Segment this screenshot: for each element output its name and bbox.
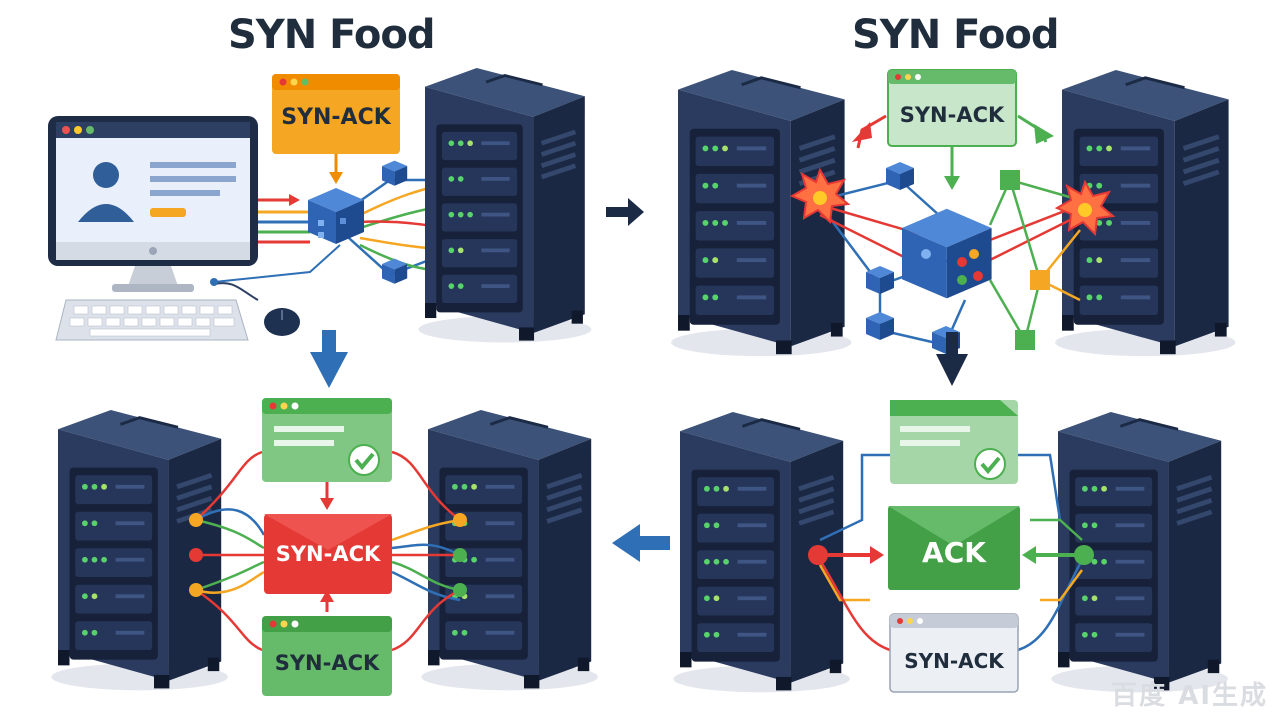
syn-ack-box-p3-bottom: SYN-ACK xyxy=(262,616,392,696)
port-dots xyxy=(189,513,467,597)
port-dot xyxy=(1074,545,1094,565)
server-icon xyxy=(51,410,228,690)
port-dot xyxy=(808,545,828,565)
syn-ack-box-p2: SYN-ACK xyxy=(887,69,1017,147)
watermark: 百度 AI生成 xyxy=(1111,681,1268,711)
syn-ack-box-p1: SYN-ACK xyxy=(272,74,400,154)
router-cube-icon xyxy=(308,188,364,244)
title-right: SYN Food xyxy=(852,12,1059,58)
ack-box: ACK xyxy=(888,506,1020,590)
panel-2: SYN-ACK xyxy=(671,70,1235,356)
server-icon xyxy=(418,68,591,342)
computer-icon xyxy=(48,116,300,341)
syn-ack-label: SYN-ACK xyxy=(281,105,391,130)
syn-ack-label: SYN-ACK xyxy=(275,651,380,675)
network-node-icon xyxy=(866,162,1050,354)
panel-1: SYN-ACK xyxy=(48,68,591,342)
syn-ack-label: SYN-ACK xyxy=(900,103,1005,127)
router-cube-icon xyxy=(902,208,992,299)
title-left: SYN Food xyxy=(228,12,435,58)
flow-arrow-down xyxy=(936,332,968,386)
connection-lines xyxy=(195,450,461,652)
connection-lines xyxy=(818,453,1084,652)
panel-4: ACK SYN-ACK xyxy=(673,400,1228,692)
verified-box-p3 xyxy=(262,398,392,482)
ack-label: ACK xyxy=(922,536,987,569)
syn-ack-label: SYN-ACK xyxy=(276,542,381,566)
syn-ack-box-p3-mid: SYN-ACK xyxy=(264,514,392,594)
syn-ack-box-p4-bottom: SYN-ACK xyxy=(889,613,1019,693)
explosion-icon xyxy=(1054,179,1116,237)
verified-box-p4 xyxy=(890,400,1018,484)
flow-arrow-right xyxy=(606,198,644,226)
check-icon xyxy=(348,444,380,476)
syn-ack-label: SYN-ACK xyxy=(904,649,1005,673)
flow-arrow-left xyxy=(612,524,670,562)
explosion-icon xyxy=(789,167,851,225)
check-icon xyxy=(974,448,1006,480)
panel-3: SYN-ACK SYN-ACK xyxy=(51,398,598,696)
packet-lines xyxy=(210,194,341,286)
flow-arrow-down xyxy=(310,330,348,388)
